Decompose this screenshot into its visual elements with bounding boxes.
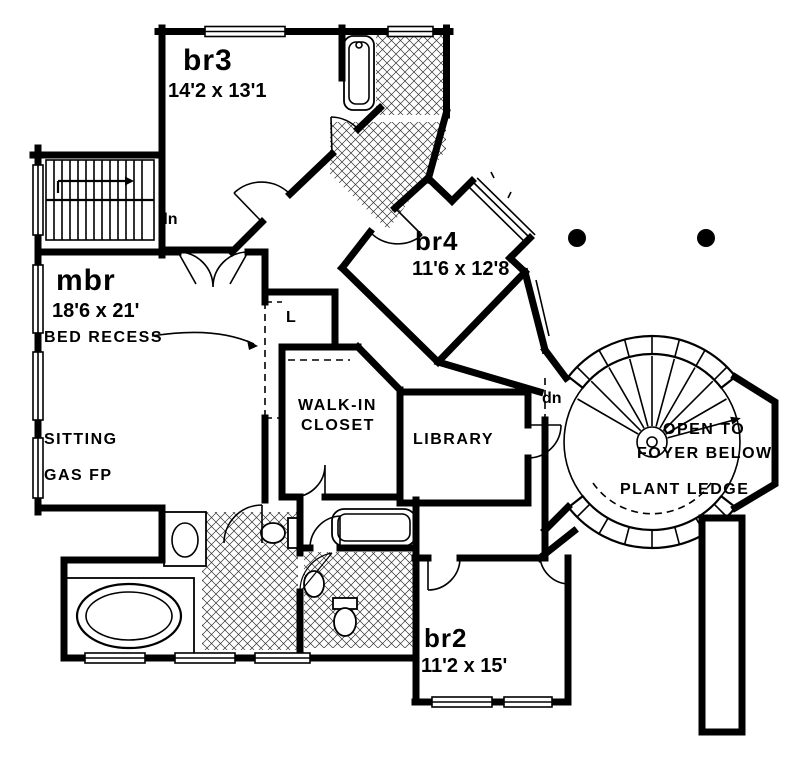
sink-icon <box>303 570 325 598</box>
bed-recess-label: BED RECESS <box>44 329 163 346</box>
room-label-br2: br2 <box>424 623 467 653</box>
deck-columns <box>568 229 715 247</box>
gas-fireplace-label: GAS FP <box>44 467 113 484</box>
sitting-label: SITTING <box>44 431 118 448</box>
linen-closet-label: L <box>286 309 296 326</box>
tiled-floor-areas <box>202 33 446 650</box>
windows <box>32 25 553 708</box>
stair-direction-arrow <box>125 176 134 186</box>
room-dims-br4: 11'6 x 12'8 <box>412 258 509 280</box>
column-dot <box>568 229 586 247</box>
walk-in-closet-label-2: CLOSET <box>301 417 375 434</box>
room-dims-mbr: 18'6 x 21' <box>52 300 139 322</box>
door-swings <box>177 116 569 593</box>
room-dims-br3: 14'2 x 13'1 <box>168 80 267 102</box>
bed-recess-arrow <box>247 340 258 350</box>
open-to-foyer-label-2: FOYER BELOW <box>637 445 773 462</box>
walk-in-closet-label-1: WALK-IN <box>298 397 377 414</box>
room-label-br3: br3 <box>183 44 233 77</box>
main-staircase <box>45 159 155 241</box>
open-to-foyer-label-1: OPEN TO <box>663 421 745 438</box>
vanity <box>163 511 207 567</box>
stair-direction-arrow <box>730 416 741 425</box>
oval-tub-icon <box>75 582 183 650</box>
room-dims-br2: 11'2 x 15' <box>421 655 507 677</box>
toilet-icon <box>332 597 358 637</box>
window-mullions <box>576 336 728 548</box>
room-label-mbr: mbr <box>56 264 116 297</box>
sink-icon <box>171 522 199 558</box>
column-dot <box>697 229 715 247</box>
spiral-down-label: dn <box>542 390 562 407</box>
plant-ledge-label: PLANT LEDGE <box>620 481 749 498</box>
plant-ledge-outline <box>592 482 712 515</box>
bay-window <box>466 171 550 339</box>
room-label-library: LIBRARY <box>413 431 494 448</box>
dashed-details <box>151 301 350 419</box>
stair-down-label: dn <box>158 211 178 228</box>
room-label-br4: br4 <box>415 226 458 256</box>
labels: br3 14'2 x 13'1 dn mbr 18'6 x 21' BED RE… <box>44 44 773 677</box>
oval-tub-platform <box>63 577 195 657</box>
spiral-treads <box>577 356 736 439</box>
